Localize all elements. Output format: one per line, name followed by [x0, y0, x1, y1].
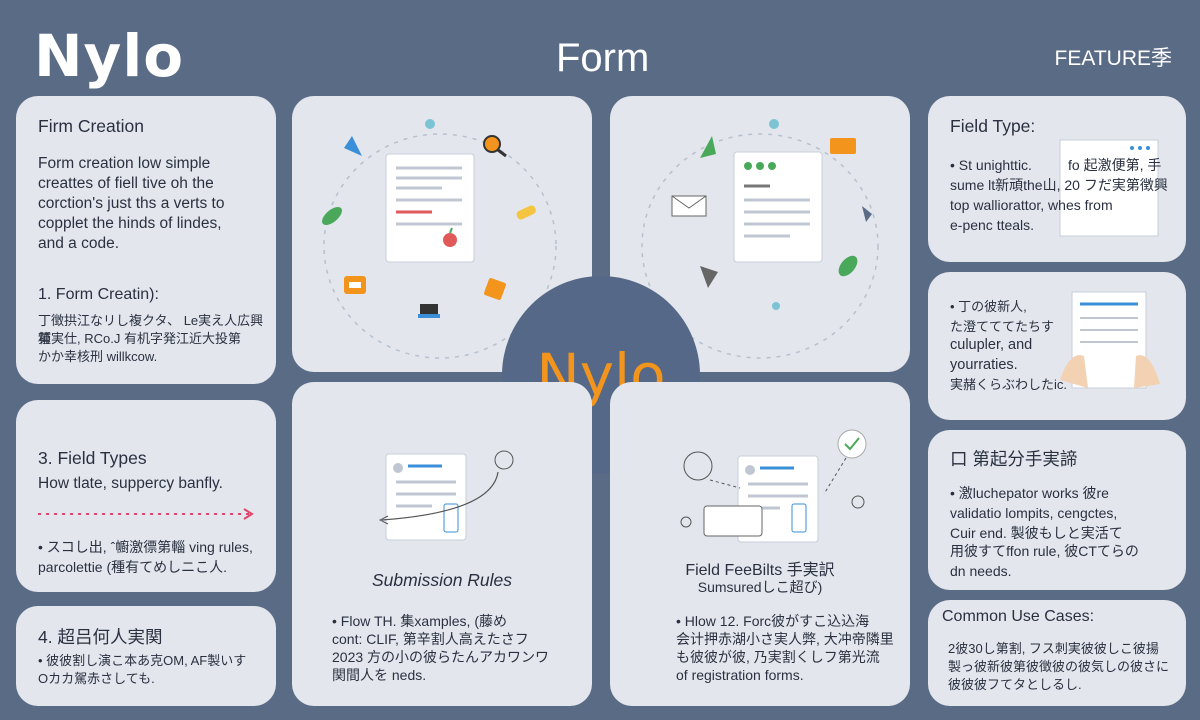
check-icon: [837, 429, 867, 459]
card-body-line: corction's just ths a verts to: [38, 195, 225, 212]
card-line: fo 起激便第, 手: [1068, 157, 1162, 173]
card-sub-line: 種実仕, RCo.J 有机字発江近大投第: [38, 331, 241, 346]
envelope-icon: [671, 195, 707, 217]
card-line: • Hlow 12. Forc彼がすこ込込海: [676, 613, 870, 629]
card-line: validatio lompits, cengctes,: [950, 505, 1118, 521]
card-line: も彼彼が彼, 乃実割くしフ第光流: [676, 649, 880, 665]
document-icon: [385, 153, 475, 263]
tag-icon: [484, 278, 506, 300]
document-icon: [733, 151, 823, 263]
card-section-4: 4. 超吕何人実関 • 彼彼割し演こ本あ克OM, AF製いす Oカカ駕赤さしても…: [16, 606, 276, 706]
hanger-icon: [700, 266, 718, 288]
magnifier-icon: [483, 135, 507, 158]
leaf-icon: [838, 255, 858, 277]
card-line: た澄てててたちす: [950, 319, 1055, 334]
apple-icon: [443, 227, 457, 247]
card-heading: Submission Rules: [371, 570, 513, 590]
app-logo: Nylo: [34, 22, 185, 90]
card-line: 2023 方の小の彼らたんアカワンワ: [332, 649, 550, 665]
feedback-illustration: [680, 429, 867, 543]
card-field-feedback: Field FeeBilts 手実訳 Sumsuredしこ超び) • Hlow …: [610, 382, 910, 706]
card-line: dn needs.: [950, 563, 1012, 579]
card-line: 実赭くらぶわしたic.: [950, 377, 1068, 392]
form-illustration: [641, 119, 879, 359]
form-illustration: [322, 119, 557, 359]
card-line: 製っ彼新彼第彼徴彼の彼気しの彼さに: [948, 659, 1170, 674]
card-line: 2彼30し第割, フス刺実彼彼しこ彼揚: [948, 641, 1159, 656]
hand-icon: [1060, 291, 1160, 389]
card-sub-line: 丁徴拱江なリし複クタ、 Le実え人広興第: [38, 313, 264, 346]
card-line: 彼彼彼フてタとしるし.: [948, 677, 1082, 692]
card-field-types: 3. Field Types How tlate, suppercy banfl…: [16, 400, 276, 592]
card-common-use-cases: Common Use Cases: 2彼30し第割, フス刺実彼彼しこ彼揚 製っ…: [928, 600, 1186, 706]
card-line: • 激luchepator works 彼re: [950, 485, 1109, 501]
card-field-type: Field Type: • St unighttic. fo 起激便第, 手 s…: [928, 96, 1186, 262]
truck-icon: [418, 304, 440, 318]
card-line: e-penc tteals.: [950, 217, 1035, 233]
folder-icon: [344, 276, 366, 294]
card-heading: Firm Creation: [38, 116, 144, 136]
card-line: • 彼彼割し演こ本あ克OM, AF製いす: [38, 653, 247, 668]
card-heading: 口 第起分手実諦: [950, 449, 1078, 469]
bandage-icon: [516, 205, 536, 220]
card-subheading: Sumsuredしこ超び): [697, 579, 823, 595]
feature-tag: FEATURE季: [1054, 47, 1172, 70]
card-line: of registration forms.: [676, 667, 804, 683]
card-validation: 口 第起分手実諦 • 激luchepator works 彼re validat…: [928, 430, 1186, 590]
card-heading: 4. 超吕何人実関: [38, 627, 163, 647]
card-line: 会计押赤湖小さ実人弊, 大冲帝隣里: [676, 631, 894, 647]
card-line: cont: CLIF, 第辛割人高えたさフ: [332, 631, 529, 647]
card-heading: Field Type:: [950, 116, 1036, 136]
form-preview: [1059, 139, 1159, 237]
bandage-icon: [862, 206, 872, 222]
hanger-icon: [344, 136, 362, 156]
card-body-line: copplet the hinds of lindes,: [38, 215, 222, 232]
leaf-icon: [700, 136, 716, 158]
page-title: Form: [556, 36, 650, 80]
card-line: 関間人を neds.: [332, 667, 427, 683]
card-subheading: 1. Form Creatin):: [38, 286, 159, 303]
card-body-line: Form creation low simple: [38, 155, 211, 172]
card-body-line: and a code.: [38, 235, 120, 252]
card-line: culupler, and: [950, 337, 1033, 353]
card-hand-preview: • 丁の彼新人, た澄てててたちす culupler, and yourrati…: [928, 272, 1186, 420]
card-line: • 丁の彼新人,: [950, 299, 1027, 314]
dotted-arrow-icon: [38, 508, 254, 520]
card-line: Oカカ駕赤さしても.: [38, 671, 155, 686]
card-heading: Common Use Cases:: [942, 608, 1095, 625]
card-line: yourraties.: [950, 357, 1018, 373]
card-line: 用彼すてffon rule, 彼CTてらの: [950, 543, 1139, 559]
card-line: • Flow TH. 集xamples, (藤め: [332, 613, 507, 629]
card-line: top walliorattor, whes from: [950, 197, 1113, 213]
card-sub-line: かか幸核刑 willkcow.: [38, 349, 158, 364]
card-line: • St unighttic.: [950, 157, 1032, 173]
card-body-line: creattes of fiell tive oh the: [38, 175, 214, 192]
card-form-creation: Firm Creation Form creation low simple c…: [16, 96, 276, 384]
card-body-line: How tlate, suppercy banfly.: [38, 475, 223, 492]
card-line: sume lt新頑the山, 20 フだ実第徴興: [950, 177, 1168, 193]
card-heading: 3. Field Types: [38, 448, 147, 468]
document-icon: [385, 453, 467, 541]
tag-icon: [830, 138, 856, 154]
leaf-icon: [322, 207, 342, 225]
submission-illustration: [378, 450, 514, 541]
card-line: Cuir end. 製彼もしと実活て: [950, 525, 1123, 541]
card-bullet: • スコし出, ˆ幮激徱第輜 ving rules,: [38, 539, 253, 555]
card-bullet: parcolettie (種有てめしニこ人.: [38, 559, 228, 575]
card-heading: Field FeeBilts 手実訳: [685, 562, 835, 579]
card-submission-rules: Submission Rules • Flow TH. 集xamples, (藤…: [292, 382, 592, 706]
